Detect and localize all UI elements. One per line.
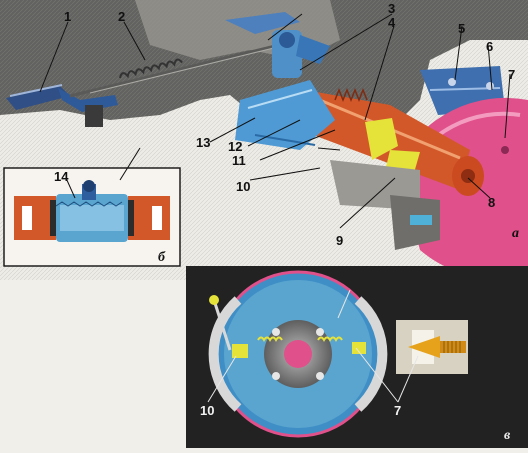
callout-10-bottom: 10	[200, 403, 215, 418]
panel-letter-b: б	[158, 250, 165, 265]
callout-11: 11	[232, 153, 246, 168]
callout-6: 6	[486, 39, 494, 54]
panel-letter-a: а	[512, 226, 519, 241]
main-cutaway-view	[0, 0, 528, 280]
axle-housing	[235, 80, 335, 150]
callout-12: 12	[228, 139, 243, 154]
callout-4: 4	[388, 15, 396, 30]
callout-8: 8	[488, 195, 496, 210]
panel-rear-brake-view	[186, 266, 528, 448]
callout-2: 2	[118, 9, 126, 24]
brake-pedal	[6, 84, 118, 127]
callout-14: 14	[54, 169, 69, 184]
brake-shoe	[330, 160, 440, 250]
callout-7-top: 7	[508, 67, 516, 82]
callout-7-bottom: 7	[394, 403, 402, 418]
callout-3: 3	[388, 1, 396, 16]
callout-1: 1	[64, 9, 72, 24]
panel-letter-c: в	[504, 428, 511, 443]
handbrake-cable	[69, 38, 301, 98]
callout-5: 5	[458, 21, 466, 36]
callout-10-top: 10	[236, 179, 251, 194]
callout-9: 9	[336, 233, 344, 248]
inset-wheel-cylinder	[3, 147, 181, 267]
leader-lines	[39, 13, 511, 229]
callout-13: 13	[196, 135, 211, 150]
